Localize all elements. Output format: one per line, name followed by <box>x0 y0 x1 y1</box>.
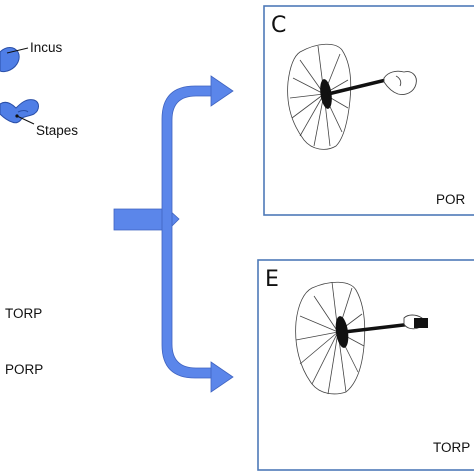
panel-c-caption: POR <box>436 192 466 207</box>
incus-ossicle <box>0 47 20 73</box>
torp-label: TORP <box>5 306 42 321</box>
stapes-pointer-line <box>16 115 35 125</box>
stapes-ossicle <box>0 99 39 124</box>
branching-arrow <box>113 75 234 393</box>
panel-e-caption: TORP <box>433 440 470 455</box>
panel-c: C POR <box>263 5 474 216</box>
prosthesis-tip-e <box>414 318 428 328</box>
porp-label: PORP <box>5 362 43 377</box>
prosthesis-shaft-c <box>327 78 387 96</box>
tympanic-membrane-e <box>295 281 366 395</box>
incus-label: Incus <box>30 40 63 55</box>
stapes-pointer-dot <box>15 114 19 118</box>
malleus-spot-c <box>320 79 332 109</box>
stapes-head-c <box>383 70 417 95</box>
incus-pointer-line <box>6 47 29 54</box>
panel-e: E TORP <box>257 259 474 471</box>
panel-e-letter: E <box>265 267 279 292</box>
malleus-spot-e <box>335 316 349 348</box>
panel-c-letter: C <box>271 13 286 38</box>
stapes-label: Stapes <box>36 123 78 138</box>
prosthesis-shaft-e <box>343 322 413 334</box>
